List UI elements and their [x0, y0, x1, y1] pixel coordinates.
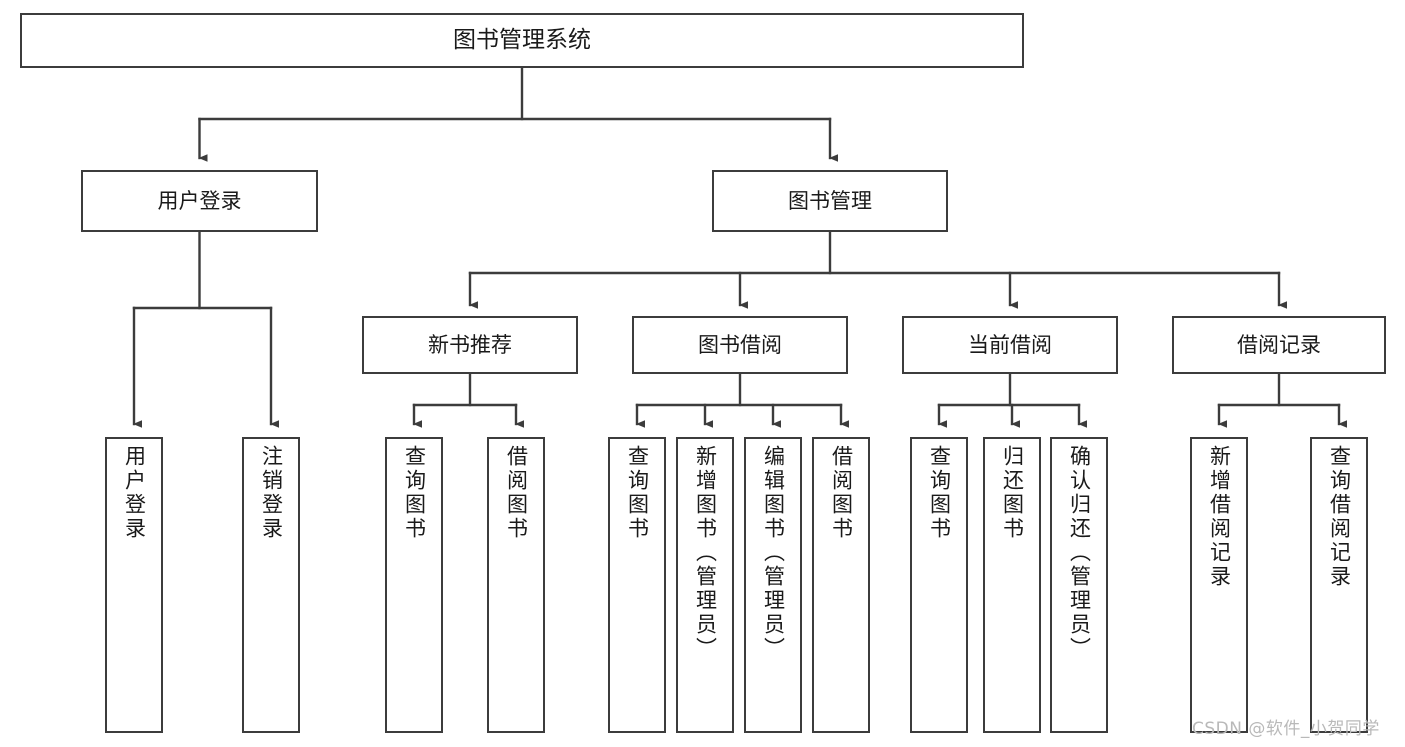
node-leaf[interactable]: 借阅图书 [487, 437, 545, 733]
node-leaf[interactable]: 借阅图书 [812, 437, 870, 733]
csdn-watermark: CSDN @软件_小贺同学 [1192, 719, 1380, 739]
node-leaf[interactable]: 新增图书（管理员） [676, 437, 734, 733]
node-book-manage[interactable]: 图书管理 [712, 170, 948, 232]
node-label: 当前借阅 [968, 332, 1052, 357]
node-leaf[interactable]: 查询图书 [608, 437, 666, 733]
node-leaf[interactable]: 编辑图书（管理员） [744, 437, 802, 733]
node-label: 图书借阅 [698, 332, 782, 357]
node-label: 编辑图书（管理员） [761, 445, 786, 661]
node-leaf[interactable]: 归还图书 [983, 437, 1041, 733]
node-label: 新增借阅记录 [1207, 445, 1232, 589]
node-label: 查询图书 [402, 445, 427, 541]
node-label: 查询图书 [927, 445, 952, 541]
node-label: 图书管理 [788, 188, 872, 213]
node-label: 查询图书 [625, 445, 650, 541]
node-label: 借阅图书 [829, 445, 854, 541]
node-label: 用户登录 [122, 445, 147, 541]
node-current-borrow[interactable]: 当前借阅 [902, 316, 1118, 374]
node-label: 注销登录 [259, 445, 284, 541]
node-label: 新书推荐 [428, 332, 512, 357]
node-leaf[interactable]: 查询图书 [910, 437, 968, 733]
node-label: 借阅图书 [504, 445, 529, 541]
node-user-login[interactable]: 用户登录 [81, 170, 318, 232]
node-label: 查询借阅记录 [1327, 445, 1352, 589]
node-borrow-record[interactable]: 借阅记录 [1172, 316, 1386, 374]
node-leaf[interactable]: 用户登录 [105, 437, 163, 733]
node-book-borrow[interactable]: 图书借阅 [632, 316, 848, 374]
node-leaf[interactable]: 查询图书 [385, 437, 443, 733]
node-leaf[interactable]: 查询借阅记录 [1310, 437, 1368, 733]
node-label: 用户登录 [157, 188, 242, 213]
node-leaf[interactable]: 新增借阅记录 [1190, 437, 1248, 733]
node-leaf[interactable]: 确认归还（管理员） [1050, 437, 1108, 733]
node-leaf[interactable]: 注销登录 [242, 437, 300, 733]
node-label: 图书管理系统 [453, 27, 591, 54]
node-label: 新增图书（管理员） [693, 445, 718, 661]
node-root-system[interactable]: 图书管理系统 [20, 13, 1024, 68]
node-label: 确认归还（管理员） [1067, 445, 1092, 661]
node-label: 借阅记录 [1237, 332, 1321, 357]
node-label: 归还图书 [1000, 445, 1025, 541]
node-new-book-recommend[interactable]: 新书推荐 [362, 316, 578, 374]
